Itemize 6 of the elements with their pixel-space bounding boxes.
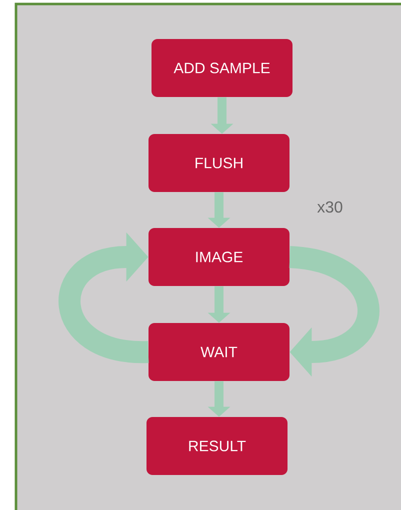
process-box: RESULT [146, 417, 288, 475]
process-box: FLUSH [148, 134, 290, 192]
process-box: IMAGE [148, 228, 290, 286]
repeat-label: x30 [317, 201, 342, 213]
process-box: WAIT [148, 323, 290, 381]
process-box: ADD SAMPLE [152, 39, 292, 97]
